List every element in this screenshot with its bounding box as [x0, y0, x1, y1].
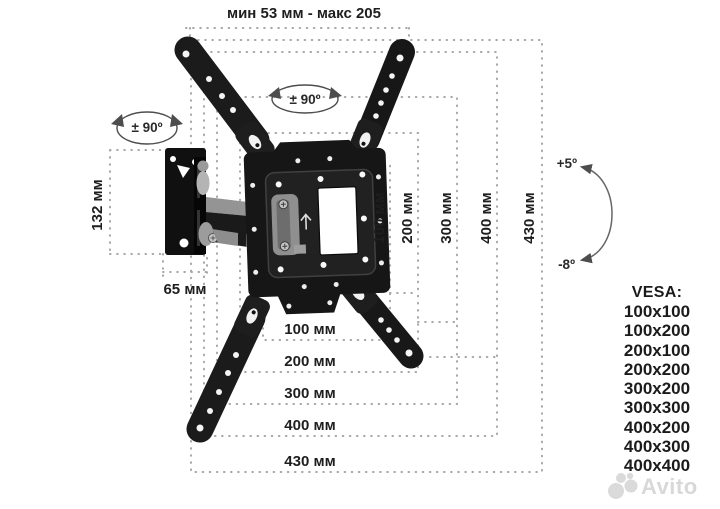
vesa-size: 300x200 [623, 379, 691, 399]
mount-hole [170, 156, 176, 162]
vesa-size: 300x300 [623, 398, 691, 418]
locking-latch [271, 193, 307, 256]
dotted-rect-200 [239, 132, 419, 373]
vesa-title: VESA: [631, 284, 683, 301]
center-plate [243, 139, 391, 315]
width-label-100: 100 мм [371, 192, 388, 243]
swivel-arc-left [116, 111, 178, 145]
avito-logo-icon [608, 472, 638, 499]
swivel-arrow-icon [170, 114, 183, 127]
dotted-connectors [389, 292, 498, 358]
width-label-400: 400 мм [478, 192, 495, 243]
watermark-brand: Avito [641, 474, 698, 499]
vesa-size: 400x400 [623, 456, 691, 476]
swivel-arrow-icon [268, 87, 281, 99]
vesa-size: 100x200 [623, 321, 691, 341]
dotted-rect-430 [190, 39, 543, 473]
swivel-arc-center [271, 84, 339, 114]
height-label-200: 200 мм [284, 353, 335, 370]
range-label: мин 53 мм - макс 205 [227, 5, 381, 22]
swivel-center-label: ± 90º [289, 92, 320, 107]
dotted-rect-400 [203, 51, 498, 437]
width-label-430: 430 мм [521, 192, 538, 243]
plate-width-label: 65 мм [163, 281, 206, 298]
cable-slot [317, 186, 359, 256]
height-label-300: 300 мм [284, 385, 335, 402]
width-label-300: 300 мм [438, 192, 455, 243]
vesa-size: 200x200 [623, 359, 691, 379]
plate-height-label: 132 мм [89, 179, 106, 230]
frame-holes [250, 156, 384, 309]
height-label-100: 100 мм [284, 321, 335, 338]
top-dimension-line [185, 27, 413, 49]
up-arrow-icon [300, 213, 312, 230]
vesa-size: 100x100 [623, 302, 691, 321]
height-label-430: 430 мм [284, 453, 335, 470]
rotation-annotations [111, 84, 613, 264]
height-label-400: 400 мм [284, 417, 335, 434]
width-label-200: 200 мм [399, 192, 416, 243]
vesa-size: 400x200 [623, 417, 691, 437]
swivel-left-label: ± 90º [131, 120, 162, 135]
vesa-panel: VESA: 100x100 100x200 200x100 200x200 30… [600, 284, 714, 476]
wall-plate-dimension-lines [109, 149, 208, 277]
keyhole-slot [177, 165, 190, 178]
swivel-arrow-icon [111, 114, 124, 127]
vesa-size: 200x100 [623, 340, 691, 360]
tilt-arc [579, 164, 613, 264]
arm-holes [182, 50, 413, 432]
wall-mount-bracket [165, 36, 424, 443]
swivel-arrow-icon [329, 87, 342, 99]
mount-hole [179, 238, 189, 248]
avito-watermark: Avito [604, 472, 698, 502]
tilt-up-label: +5º [557, 156, 577, 171]
tilt-down-label: -8º [558, 257, 575, 272]
vesa-size: 400x300 [623, 437, 691, 457]
